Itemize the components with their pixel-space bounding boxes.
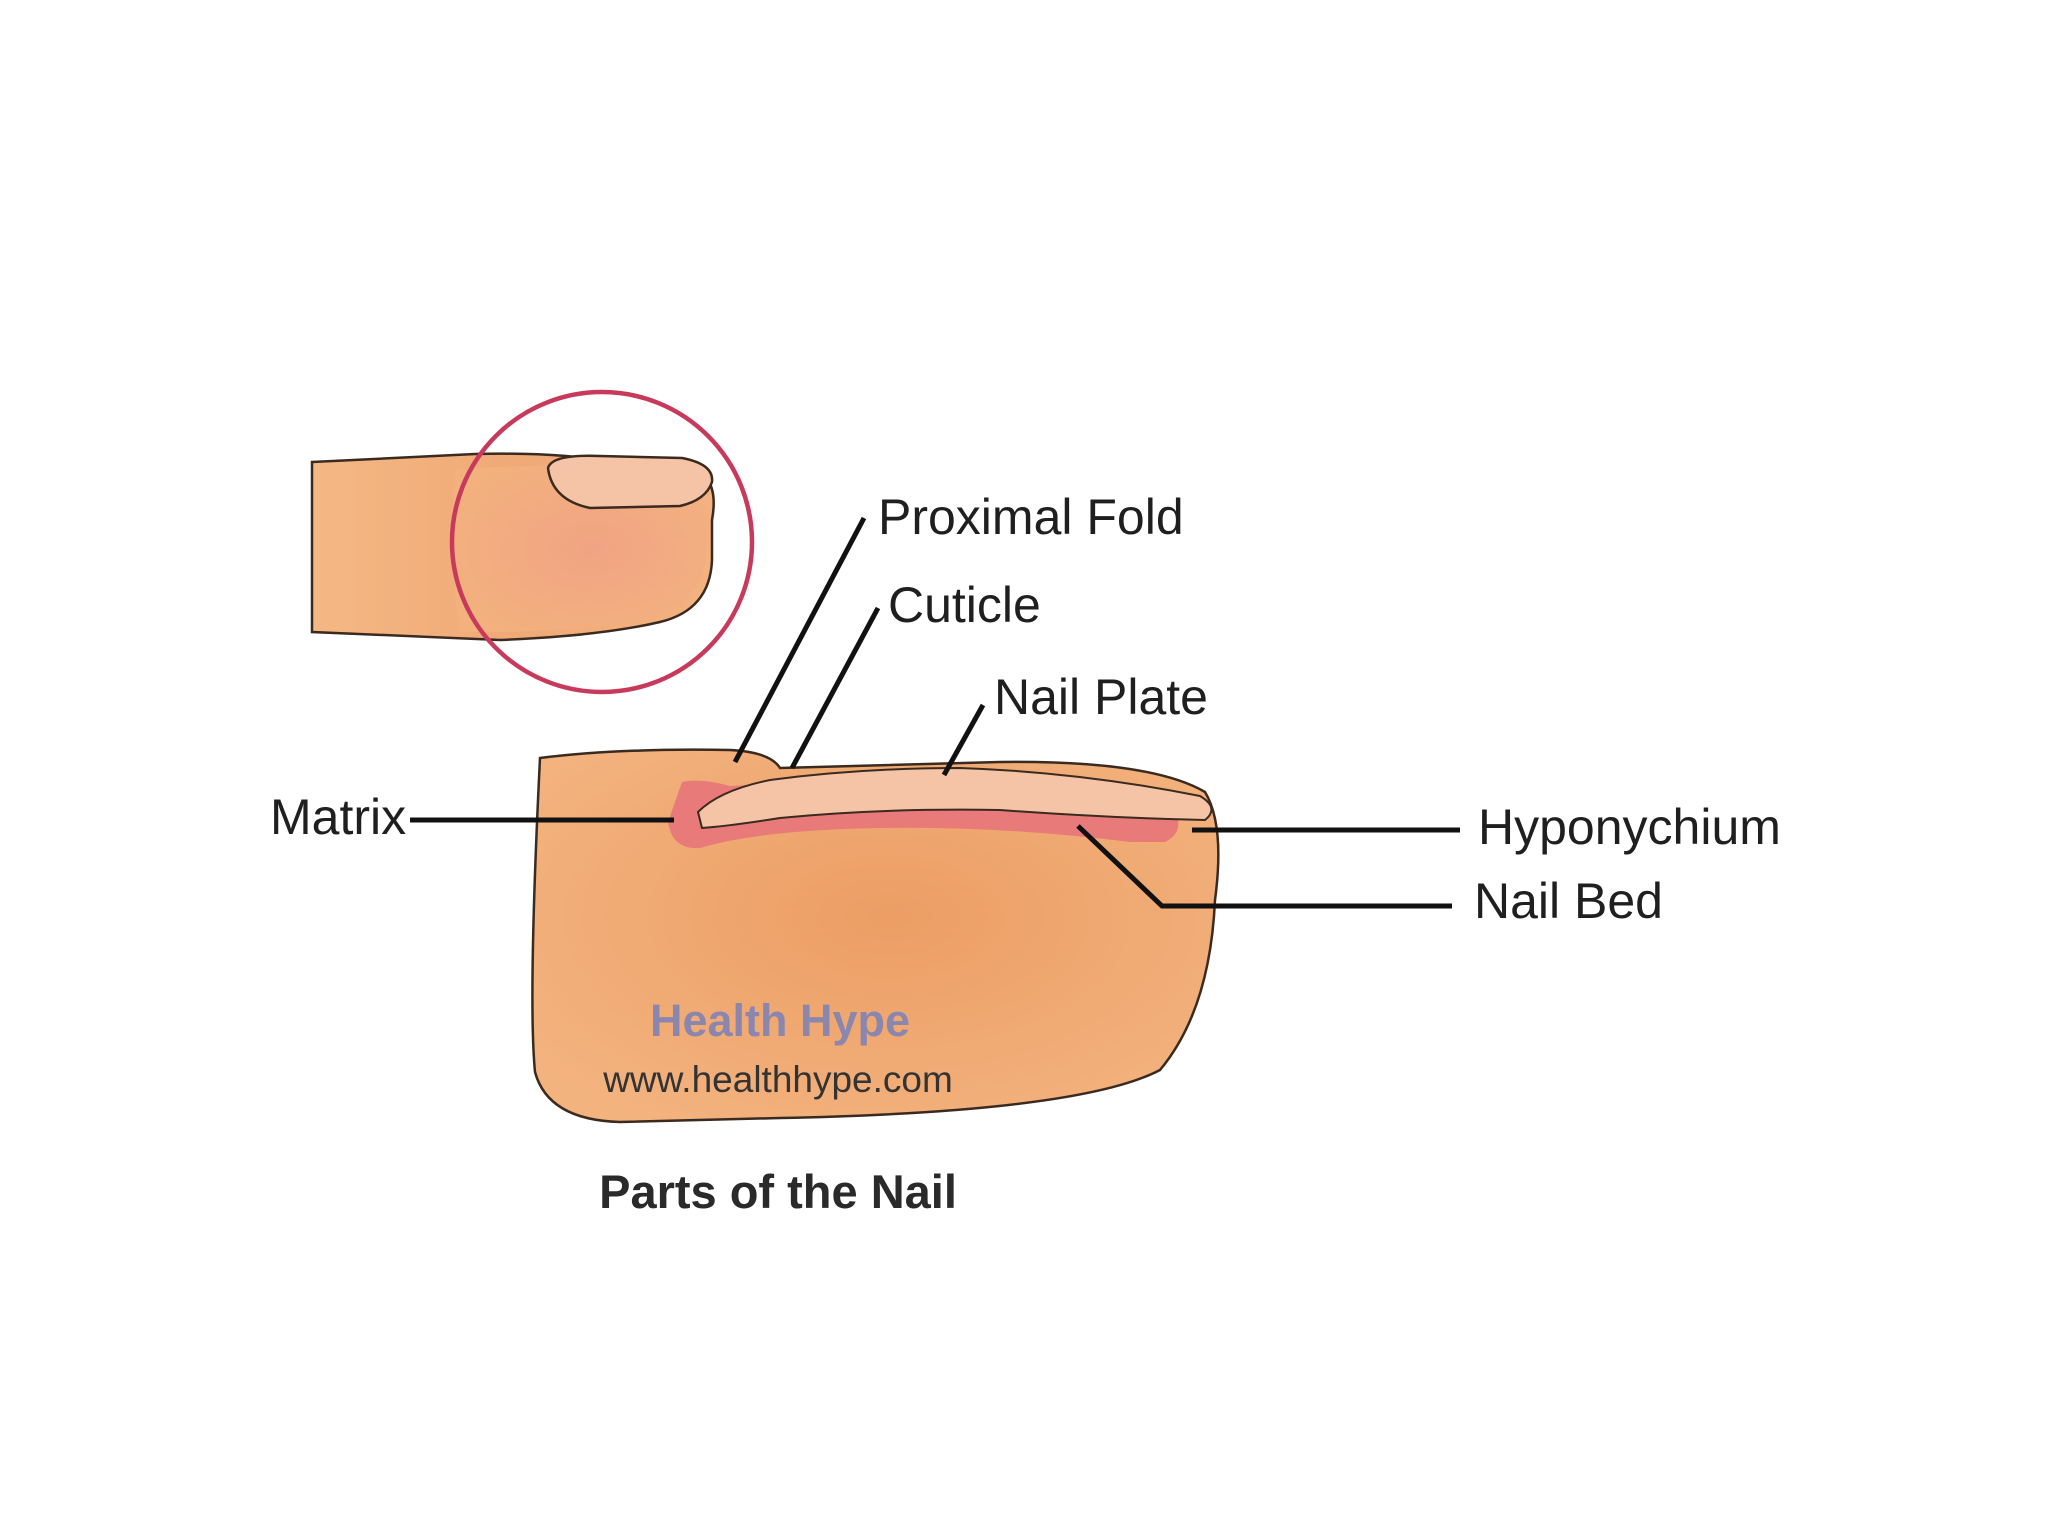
nail-plate <box>696 766 1213 830</box>
proximal-fold-leader <box>732 516 867 764</box>
labels: Proximal Fold Cuticle Nail Plate Matrix … <box>270 489 1781 929</box>
label-cuticle: Cuticle <box>888 577 1041 633</box>
label-matrix: Matrix <box>270 789 406 845</box>
nail-bed-leader <box>1076 824 1452 909</box>
watermark-url: www.healthhype.com <box>602 1059 953 1100</box>
zoom-circle <box>449 389 755 695</box>
thumb-illustration <box>310 389 755 695</box>
thumb-nail <box>546 454 714 510</box>
cuticle-leader <box>789 606 881 770</box>
label-proximal-fold: Proximal Fold <box>878 489 1184 545</box>
leader-lines <box>410 516 1460 909</box>
label-nail-plate: Nail Plate <box>994 669 1208 725</box>
diagram-caption: Parts of the Nail <box>599 1165 957 1218</box>
watermark: Health Hype www.healthhype.com <box>602 995 953 1100</box>
fingertip-cross-section <box>531 748 1220 1124</box>
label-hyponychium: Hyponychium <box>1478 799 1781 855</box>
watermark-name: Health Hype <box>650 995 910 1046</box>
label-nail-bed: Nail Bed <box>1474 873 1663 929</box>
nail-plate-leader <box>941 703 986 777</box>
